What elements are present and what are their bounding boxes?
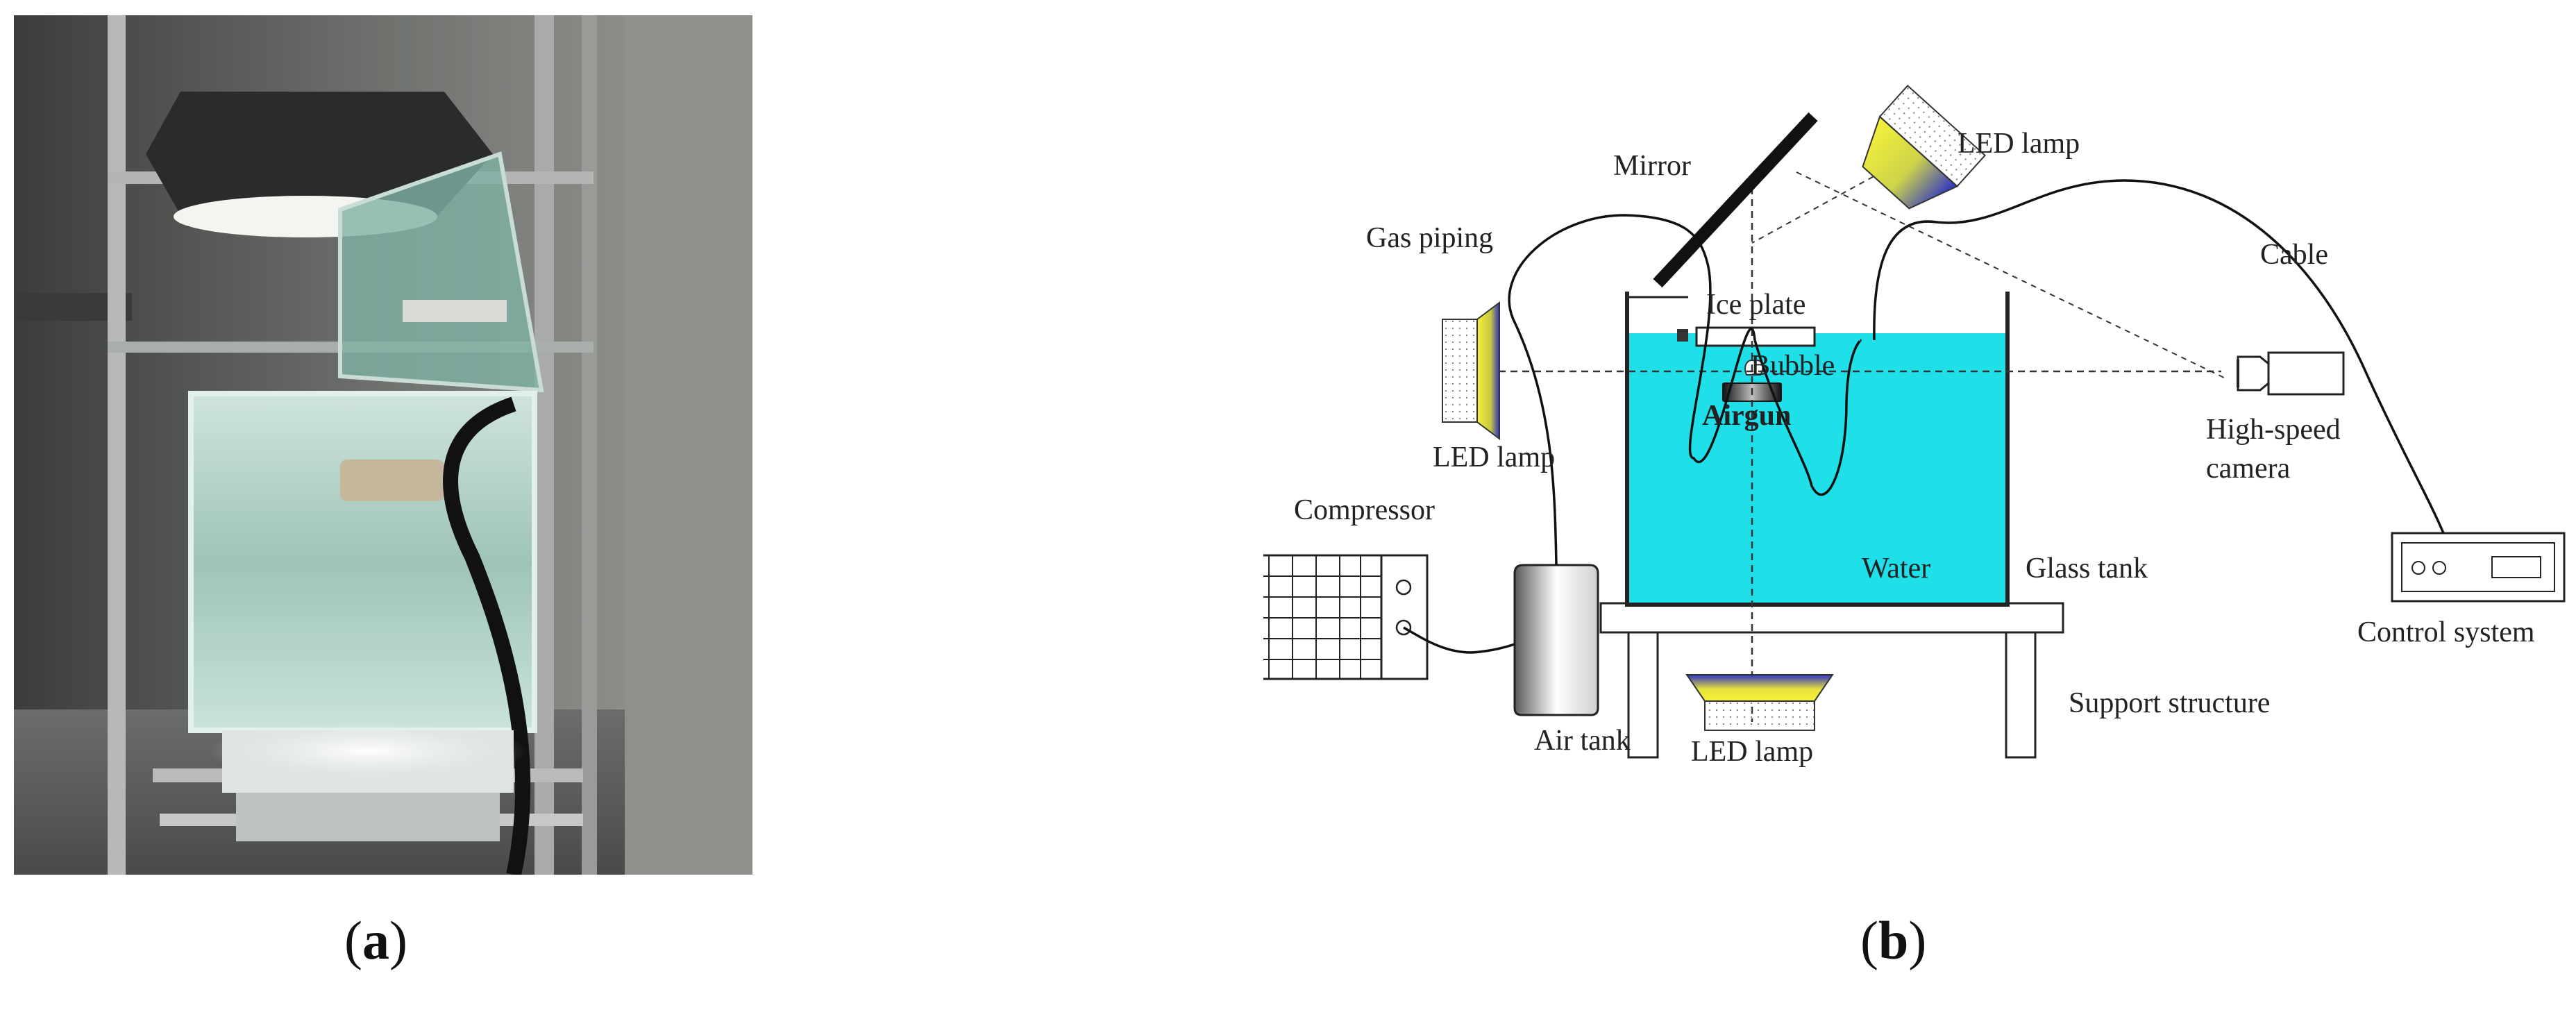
caption-a-letter: a: [362, 910, 389, 970]
gas-piping: [1508, 214, 1862, 566]
mirror-box-frame: [338, 151, 544, 393]
led-lamp-left-body: [1476, 301, 1500, 440]
caption-a: (a): [344, 909, 407, 972]
label-compressor: Compressor: [1294, 494, 1435, 526]
light-ray-lamp: [1751, 166, 1892, 244]
support-leg-right: [2005, 631, 2037, 759]
experiment-photo: [14, 15, 752, 875]
label-water: Water: [1862, 553, 1930, 585]
caption-a-open: (: [344, 910, 362, 970]
control-knob-2: [2432, 561, 2446, 575]
camera-body: [2267, 351, 2345, 396]
label-air-tank: Air tank: [1534, 725, 1631, 757]
tank-airgun: [340, 460, 444, 501]
caption-b-close: ): [1908, 910, 1927, 970]
camera-in-box: [403, 300, 507, 322]
caption-b-letter: b: [1878, 910, 1909, 970]
label-led-lamp-top: LED lamp: [1958, 128, 2080, 160]
light-ray-mirror: [1796, 171, 2226, 379]
glass-tank-wall: [1625, 292, 2010, 607]
compressor-hose: [1403, 626, 1515, 654]
led-lamp-bottom-housing: [1704, 700, 1815, 731]
led-lamp-top-housing: [1878, 84, 1987, 187]
air-tank: [1513, 564, 1599, 716]
ice-plate-clamp: [1677, 329, 1688, 342]
led-lamp-bottom-body: [1685, 674, 1834, 702]
label-bubble: Bubble: [1751, 350, 1835, 382]
label-led-lamp-bottom: LED lamp: [1691, 736, 1813, 768]
cable: [1873, 179, 2445, 534]
label-ice-plate: Ice plate: [1706, 289, 1805, 321]
water: [1629, 333, 2005, 603]
caption-a-close: ): [389, 910, 407, 970]
frame-post-right: [582, 15, 597, 875]
support-leg-left: [1627, 631, 1659, 759]
control-display: [2491, 556, 2541, 578]
label-airgun: Airgun: [1702, 400, 1791, 432]
bottom-lamp-glow: [208, 720, 528, 782]
bottom-lamp-base: [236, 793, 500, 841]
label-glass-tank: Glass tank: [2026, 553, 2148, 585]
label-gas-piping: Gas piping: [1366, 222, 1493, 254]
caption-b: (b): [1860, 909, 1926, 972]
glass-tank: [188, 391, 537, 733]
label-mirror: Mirror: [1613, 150, 1691, 182]
mirror-box: [340, 154, 541, 390]
label-high-speed: High-speed: [2206, 414, 2341, 446]
frame-post-mid: [534, 15, 554, 875]
setup-schematic: Mirror LED lamp Gas piping Cable Ice pla…: [1263, 84, 2566, 768]
control-knob-1: [2411, 561, 2425, 575]
label-led-lamp-left: LED lamp: [1433, 441, 1555, 473]
label-cable: Cable: [2260, 239, 2328, 271]
led-lamp-top: [1862, 84, 1987, 210]
photo-wall-right: [625, 15, 752, 875]
tank-hose: [443, 396, 531, 875]
frame-post-left: [108, 15, 126, 875]
label-control-system: Control system: [2357, 616, 2535, 648]
compressor-knob-upper: [1395, 579, 1412, 596]
compressor-grid: [1263, 555, 1381, 679]
camera-lens: [2237, 355, 2270, 392]
led-lamp-left-housing: [1442, 319, 1478, 423]
label-support-structure: Support structure: [2069, 687, 2270, 719]
mirror: [1653, 112, 1818, 288]
label-camera: camera: [2206, 453, 2291, 485]
support-top: [1599, 602, 2064, 634]
caption-b-open: (: [1860, 910, 1878, 970]
